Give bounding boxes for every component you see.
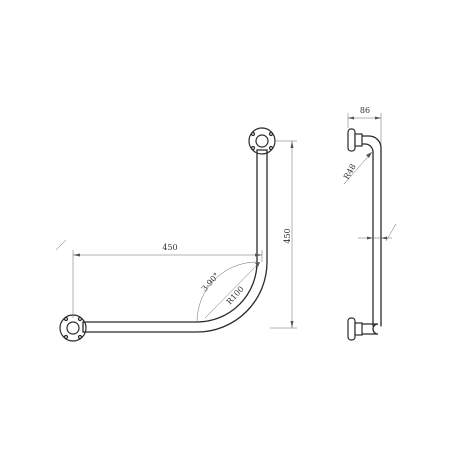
top-mounting-plate [347,128,363,152]
bottom-wall-flange [59,314,87,342]
side-radius-label: R48 [342,162,358,181]
front-view: 450 450 3-90° R100 [55,127,297,342]
bend-radius-label: R100 [225,284,246,306]
top-wall-flange [248,127,276,155]
vertical-dimension: 450 [270,140,297,329]
horizontal-dimension: 450 [55,239,263,318]
side-depth-dimension: 86 [347,106,382,145]
tube-diameter-mark [358,223,397,242]
side-view: 86 R48 [342,106,397,341]
horizontal-length-label: 450 [162,243,177,252]
bend-angle-label: 3-90° [200,271,221,293]
vertical-length-label: 450 [283,228,292,243]
grab-bar-tube [82,149,268,333]
side-radius-dimension: R48 [342,151,373,185]
bottom-mounting-plate [347,317,379,341]
side-tube [361,135,382,327]
side-depth-label: 86 [360,106,370,115]
